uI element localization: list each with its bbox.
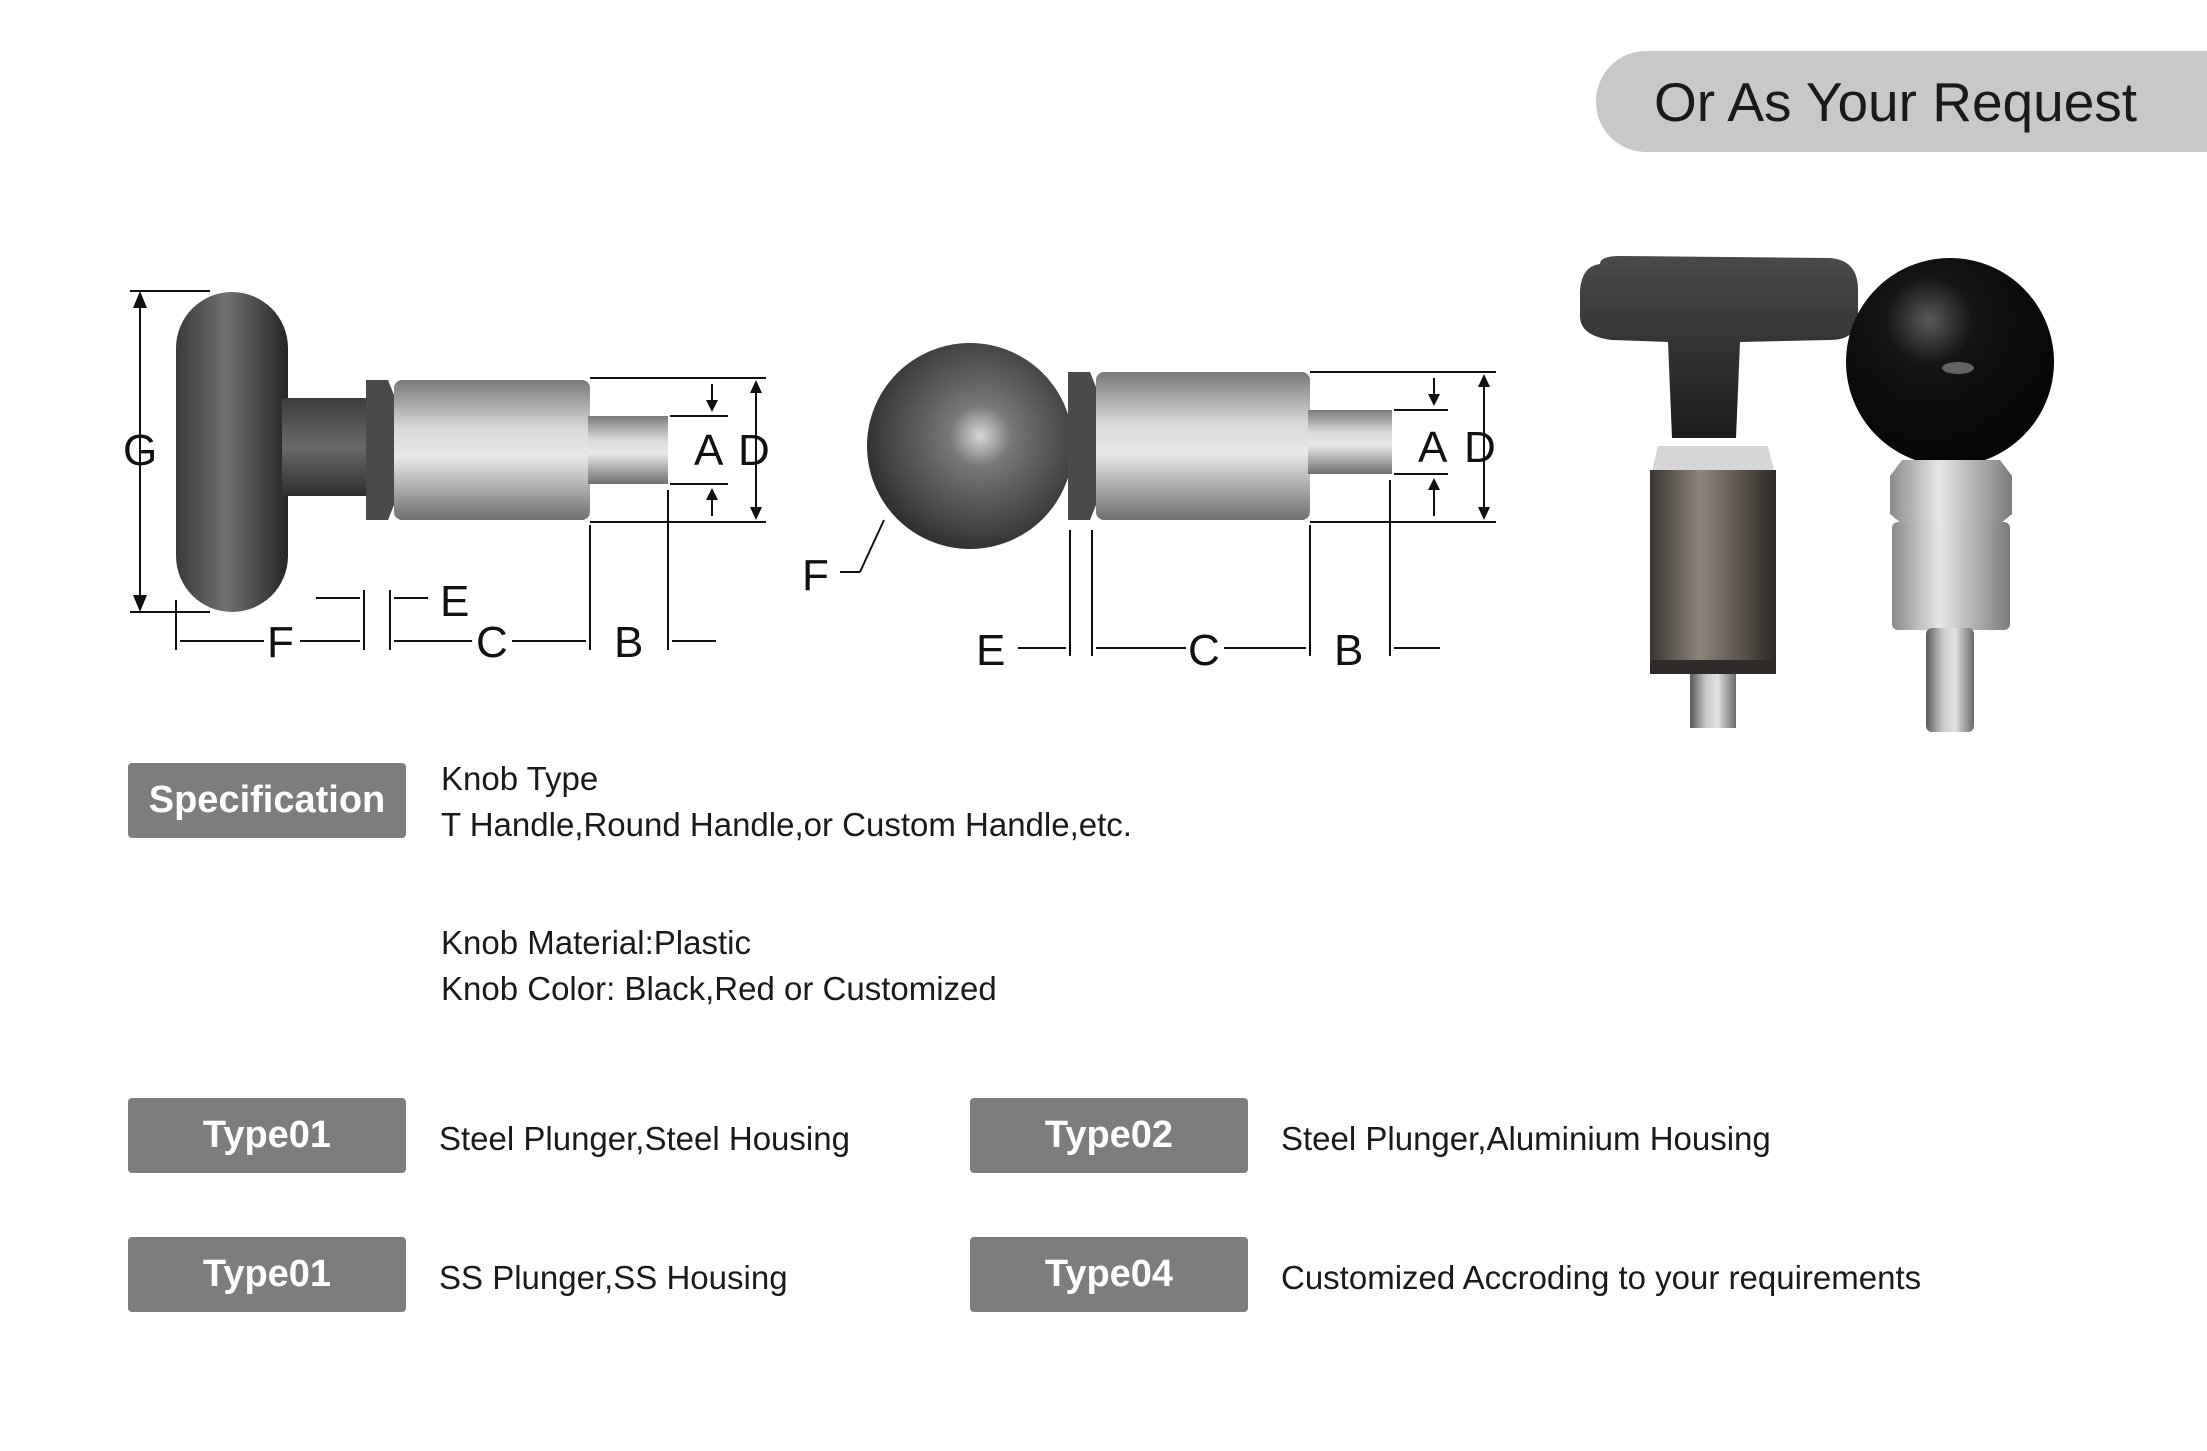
t-dim-d: D bbox=[738, 426, 770, 475]
type-description: Steel Plunger,Aluminium Housing bbox=[1281, 1120, 1771, 1157]
knob-color: Knob Color: Black,Red or Customized bbox=[441, 970, 997, 1007]
t-handle-hex bbox=[366, 380, 396, 520]
round-dim-e: E bbox=[976, 626, 1005, 675]
round-handle-drawing: A D E F C B bbox=[802, 343, 1496, 675]
round-dim-b: B bbox=[1334, 626, 1363, 675]
request-label: Or As Your Request bbox=[1654, 70, 2138, 133]
t-dim-e: E bbox=[440, 577, 469, 626]
round-handle-plunger bbox=[1308, 410, 1392, 474]
t-dim-c: C bbox=[476, 618, 508, 667]
type-badge: Type01 bbox=[128, 1237, 406, 1312]
type-badge: Type02 bbox=[970, 1098, 1248, 1173]
round-handle-housing bbox=[1096, 372, 1310, 520]
knob-type-title: Knob Type bbox=[441, 760, 599, 797]
specification-badge: Specification bbox=[128, 763, 406, 838]
request-banner: Or As Your Request bbox=[1596, 51, 2207, 152]
t-dim-g: G bbox=[123, 426, 157, 475]
t-dim-b: B bbox=[614, 618, 643, 667]
knob-type-value: T Handle,Round Handle,or Custom Handle,e… bbox=[441, 806, 1132, 843]
round-handle-ball bbox=[867, 343, 1073, 549]
t-handle-knob bbox=[176, 292, 288, 612]
t-dim-f: F bbox=[267, 618, 294, 667]
t-handle-plunger bbox=[588, 416, 668, 484]
type-badge: Type04 bbox=[970, 1237, 1248, 1312]
t-handle-neck bbox=[282, 398, 370, 496]
round-dim-a: A bbox=[1418, 423, 1448, 472]
t-handle-product-photo bbox=[1580, 256, 1858, 728]
type-description: SS Plunger,SS Housing bbox=[439, 1259, 788, 1296]
type-description: Customized Accroding to your requirement… bbox=[1281, 1259, 1922, 1296]
round-dim-d: D bbox=[1464, 423, 1496, 472]
type-badge: Type01 bbox=[128, 1098, 406, 1173]
knob-material: Knob Material:Plastic bbox=[441, 924, 751, 961]
round-dim-c: C bbox=[1188, 626, 1220, 675]
round-handle-product-photo bbox=[1846, 258, 2054, 732]
round-dim-f: F bbox=[802, 551, 829, 600]
round-handle-hex bbox=[1068, 372, 1098, 520]
type-description: Steel Plunger,Steel Housing bbox=[439, 1120, 850, 1157]
t-handle-housing bbox=[394, 380, 590, 520]
t-handle-drawing: G A D E F C B bbox=[123, 290, 770, 667]
t-dim-a: A bbox=[694, 426, 724, 475]
